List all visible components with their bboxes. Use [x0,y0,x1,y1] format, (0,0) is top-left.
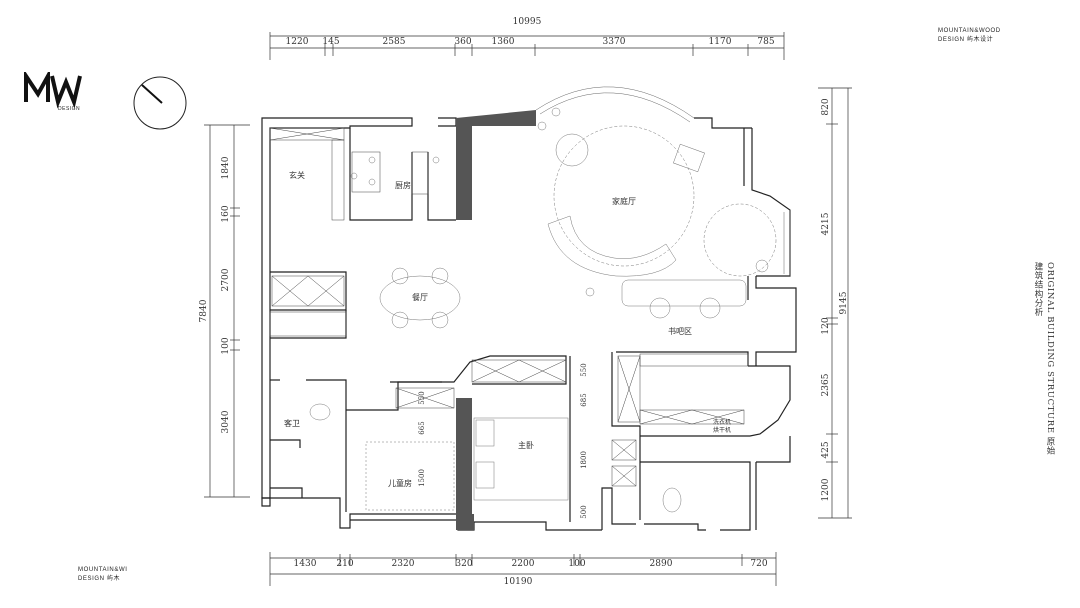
dim-label: 100 [221,337,231,354]
top-total-label: 10995 [513,17,542,27]
dim-label: 665 [418,421,426,434]
brand-top-right: MOUNTAIN&WOOD DESIGN 屿木设计 [938,27,1001,45]
walls [261,117,797,531]
room-guest-bath: 客卫 [284,418,300,428]
inner-dim-labels: 550 685 1800 500 550 665 1500 [418,363,588,518]
dim-label: 1500 [418,469,426,487]
room-kitchen: 厨房 [395,180,411,190]
room-kids: 儿童房 [388,478,412,488]
brand-line: DESIGN 屿木 [78,576,121,582]
dim-label: 785 [757,37,774,47]
dim-label: 320 [455,559,472,569]
cabinets [269,127,749,487]
logo-subtitle: DESIGN [58,106,81,112]
brand-line: DESIGN 屿木设计 [938,37,994,43]
bottom-total-label: 10190 [504,577,533,587]
room-family: 家庭厅 [612,196,636,206]
dim-label: 685 [580,393,588,406]
dim-label: 2200 [512,559,535,569]
dim-label: 550 [580,363,588,376]
dim-label: 1360 [492,37,515,47]
bottom-dim-labels: 1430 210 2320 320 2200 100 2890 720 1019… [294,559,768,587]
dim-label: 2890 [650,559,673,569]
dim-label: 1840 [221,156,231,179]
dim-label: 145 [322,37,339,47]
dim-label: 2700 [221,268,231,291]
right-total-label: 9145 [839,291,849,314]
room-labels: 玄关 厨房 家庭厅 餐厅 书吧区 客卫 儿童房 主卧 洗衣机 烘干机 [284,170,731,488]
dim-label: 4215 [821,212,831,235]
dim-label: 720 [750,559,767,569]
dim-label: 500 [580,505,588,518]
left-dim-labels: 7840 1840 160 2700 100 3040 [199,156,231,433]
dim-label: 550 [418,391,426,404]
dim-label: 1220 [286,37,309,47]
brand-line: MOUNTAIN&WI [78,567,128,573]
dim-label: 3040 [221,410,231,433]
room-dining: 餐厅 [412,293,428,302]
brand-bottom-left: MOUNTAIN&WI DESIGN 屿木 [78,566,128,584]
dim-label: 3370 [603,37,626,47]
room-bar: 书吧区 [668,326,692,336]
dim-label: 2320 [392,559,415,569]
right-dim-labels: 9145 820 4215 120 2365 425 1200 [821,98,849,501]
dim-label: 160 [221,205,231,222]
top-dim-ticks [324,44,749,56]
dim-label: 1200 [821,478,831,501]
dim-label: 1430 [294,559,317,569]
left-total-label: 7840 [199,299,209,322]
dim-label: 425 [821,441,831,458]
dim-label: 360 [454,37,471,47]
north-compass-icon [133,76,187,130]
drawing-title: ORIGINAL BUILDING STRUCTURE 原始建筑结构分析 [1033,262,1055,456]
dim-label: 820 [821,98,831,115]
structural-walls [456,110,536,530]
dim-label: 1170 [709,37,732,47]
furniture [309,107,777,513]
brand-line: MOUNTAIN&WOOD [938,28,1001,34]
dim-label: 210 [336,559,353,569]
room-dryer: 烘干机 [713,426,731,434]
room-laundry: 洗衣机 [713,418,731,426]
dim-label: 1800 [580,451,588,469]
top-dim-labels: 10995 1220 145 2585 360 1360 3370 1170 7… [286,17,775,47]
bay-window [535,86,791,276]
brand-logo-icon [24,72,82,109]
dim-label: 2365 [821,373,831,396]
dim-label: 2585 [383,37,406,47]
dim-label: 100 [568,559,585,569]
dim-label: 120 [821,317,831,334]
room-entrance: 玄关 [289,170,305,180]
room-master: 主卧 [518,440,534,450]
